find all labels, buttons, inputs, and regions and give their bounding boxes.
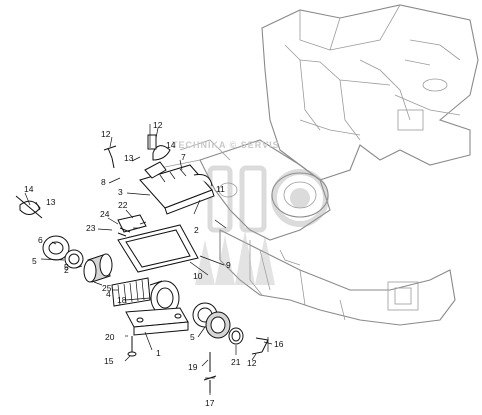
part-label: 16 bbox=[274, 339, 284, 349]
part-label: 2 bbox=[64, 265, 69, 275]
part-labels: 12 12 14 7 13 8 3 11 14 13 22 2 24 23 6 … bbox=[24, 120, 284, 408]
part-label: 5 bbox=[190, 332, 195, 342]
part-label: 13 bbox=[124, 153, 134, 163]
part-label: 25 bbox=[102, 283, 112, 293]
part-label: 21 bbox=[231, 357, 241, 367]
part-label: 19 bbox=[188, 362, 198, 372]
watermark-text: TECHNIKA © SERVIS bbox=[172, 140, 280, 150]
part-label: 8 bbox=[101, 177, 106, 187]
tractor-frame bbox=[149, 4, 479, 326]
part-label: 18 bbox=[117, 295, 127, 305]
part-label: 12 bbox=[247, 358, 257, 368]
part-label: 1 bbox=[156, 348, 161, 358]
part-label: 15 bbox=[104, 356, 114, 366]
watermark: TECHNIKA © SERVIS bbox=[172, 140, 329, 285]
part-label: 5 bbox=[64, 262, 69, 272]
part-label: 9 bbox=[226, 260, 231, 270]
part-label: 24 bbox=[100, 209, 110, 219]
part-label: 4 bbox=[106, 289, 111, 299]
part-label: 5 bbox=[32, 256, 37, 266]
part-label: 12 bbox=[101, 129, 111, 139]
part-label: 3 bbox=[118, 187, 123, 197]
part-label: 11 bbox=[216, 184, 225, 194]
part-label: 6 bbox=[38, 235, 43, 245]
part-label: 17 bbox=[205, 398, 215, 408]
part-label: 12 bbox=[153, 120, 163, 130]
part-label: 10 bbox=[193, 271, 203, 281]
part-label: 20 bbox=[105, 332, 115, 342]
part-label: 2 bbox=[194, 225, 199, 235]
exploded-parts bbox=[15, 134, 269, 393]
part-label: 13 bbox=[46, 197, 56, 207]
part-label: 23 bbox=[86, 223, 96, 233]
part-label: 14 bbox=[166, 140, 176, 150]
part-label: 7 bbox=[181, 152, 186, 162]
part-label: 22 bbox=[118, 200, 128, 210]
part-label: 14 bbox=[24, 184, 34, 194]
watermark-logo-icon bbox=[195, 165, 329, 285]
